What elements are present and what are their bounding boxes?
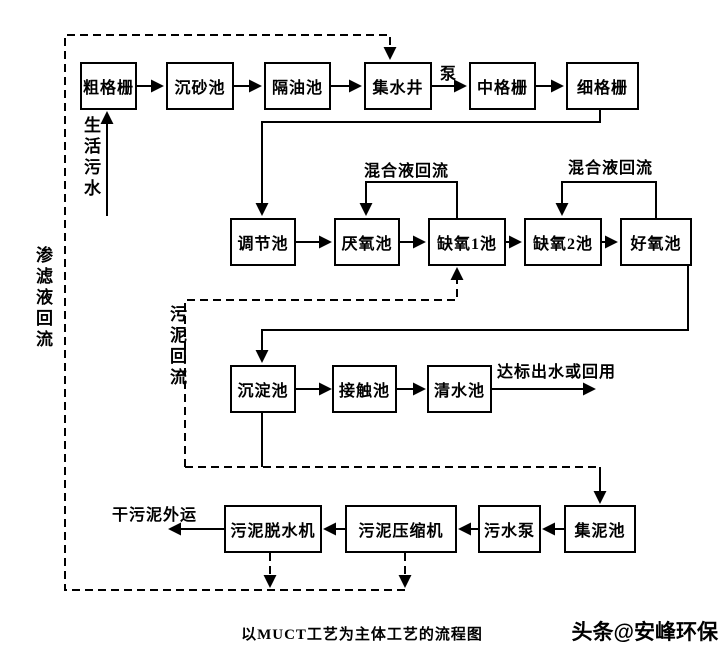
solid-flow-lines <box>100 79 689 536</box>
label-leachate-return: 渗滤液回流 <box>33 246 52 351</box>
node-anoxic-tank-1: 缺氧1池 <box>428 218 506 266</box>
diagram-caption: 以MUCT工艺为主体工艺的流程图 <box>241 627 483 643</box>
node-aerobic-tank: 好氧池 <box>620 218 692 266</box>
label-dry-sludge-out: 干污泥外运 <box>112 507 198 524</box>
node-coarse-screen: 粗格栅 <box>80 62 137 110</box>
node-anaerobic-tank: 厌氧池 <box>334 218 400 266</box>
node-fine-screen: 细格栅 <box>566 62 639 110</box>
node-regulating-tank: 调节池 <box>230 218 296 266</box>
label-domestic-sewage: 生活污水 <box>81 116 100 200</box>
watermark: 头条@安峰环保 <box>565 616 718 646</box>
node-oil-separation-tank: 隔油池 <box>264 62 331 110</box>
label-sludge-return: 污泥回流 <box>167 305 186 389</box>
label-effluent-out: 达标出水或回用 <box>497 364 617 381</box>
node-sludge-compressor: 污泥压缩机 <box>345 505 457 553</box>
node-anoxic-tank-2: 缺氧2池 <box>524 218 602 266</box>
node-grit-chamber: 沉砂池 <box>166 62 234 110</box>
node-medium-screen: 中格栅 <box>469 62 536 110</box>
node-sedimentation-tank: 沉淀池 <box>230 365 296 413</box>
node-collection-well: 集水井 <box>364 62 432 110</box>
label-mixed-liquor-return-left: 混合液回流 <box>364 163 450 180</box>
dashed-return-lines <box>64 34 600 591</box>
node-contact-tank: 接触池 <box>332 365 397 413</box>
label-mixed-liquor-return-right: 混合液回流 <box>568 160 654 177</box>
node-sludge-collection-tank: 集泥池 <box>564 505 636 553</box>
label-pump: 泵 <box>440 66 458 83</box>
node-sewage-pump: 污水泵 <box>478 505 541 553</box>
node-clear-water-tank: 清水池 <box>427 365 492 413</box>
node-sludge-dewatering-machine: 污泥脱水机 <box>224 505 322 553</box>
